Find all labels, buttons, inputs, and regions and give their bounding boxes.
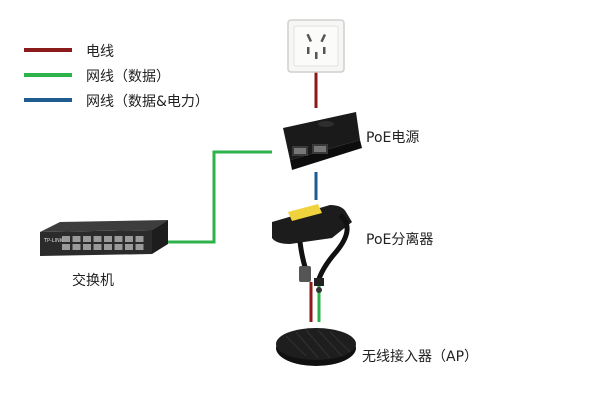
- switch-port: [114, 244, 123, 250]
- switch-port: [72, 244, 81, 250]
- wall-outlet: [287, 19, 345, 73]
- wireless-access-point: [276, 328, 356, 366]
- legend-label-poe: 网线（数据&电力）: [86, 94, 209, 110]
- network-switch: [40, 220, 168, 256]
- ap-label: 无线接入器（AP）: [362, 349, 479, 365]
- poe-source-label: PoE电源: [366, 130, 420, 146]
- legend-label-power: 电线: [86, 44, 114, 60]
- switch-port: [83, 244, 91, 250]
- switch-ports: [62, 236, 144, 250]
- switch-port: [104, 244, 112, 250]
- switch-port: [125, 236, 133, 242]
- switch-port: [114, 236, 123, 242]
- switch-brand-label: TP-LINK: [44, 238, 64, 244]
- switch-port: [135, 236, 144, 242]
- switch-port: [135, 244, 144, 250]
- switch-port: [62, 236, 70, 242]
- switch-port: [93, 236, 102, 242]
- poe-power-source: [283, 112, 362, 170]
- switch-port: [83, 236, 91, 242]
- wire-switch-to-poe: [166, 150, 272, 244]
- switch-port: [125, 244, 133, 250]
- switch-port: [62, 244, 70, 250]
- switch-port: [72, 236, 81, 242]
- switch-port: [104, 236, 112, 242]
- poe-splitter: [272, 204, 352, 293]
- switch-label: 交换机: [72, 273, 114, 289]
- legend-label-data: 网线（数据）: [86, 69, 170, 85]
- splitter-label: PoE分离器: [366, 232, 434, 248]
- switch-port: [93, 244, 102, 250]
